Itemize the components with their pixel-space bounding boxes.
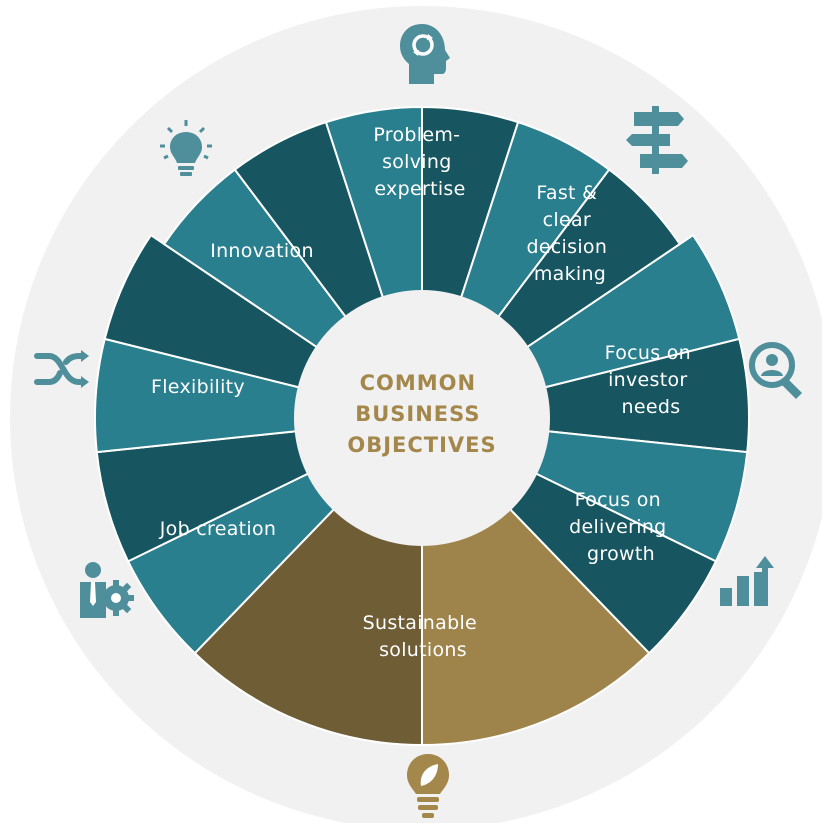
wheel-segments <box>94 105 750 747</box>
label-job-creation: Job creation <box>159 518 277 540</box>
label-fast-clear-decision-making: Fast & clear decision making <box>526 182 613 285</box>
label-focus-on-delivering-growth: Focus on delivering growth <box>569 489 673 565</box>
head-gears-icon <box>400 24 450 84</box>
segment-labels: Problem- solving expertise Fast & clear … <box>151 124 698 661</box>
label-problem-solving-expertise: Problem- solving expertise <box>373 124 466 200</box>
center-title: COMMON BUSINESS OBJECTIVES <box>347 371 496 457</box>
person-search-icon <box>749 342 802 399</box>
worker-gear-icon <box>80 562 134 618</box>
label-sustainable-solutions: Sustainable solutions <box>363 612 484 661</box>
label-flexibility: Flexibility <box>151 376 245 398</box>
shuffle-icon <box>34 350 89 388</box>
growth-chart-icon <box>720 556 774 606</box>
signpost-icon <box>626 106 688 174</box>
center-hub <box>294 290 550 546</box>
leaf-bulb-icon <box>407 754 449 818</box>
lightbulb-icon <box>160 120 212 176</box>
label-innovation: Innovation <box>210 240 314 262</box>
label-focus-on-investor-needs: Focus on investor needs <box>605 342 698 418</box>
